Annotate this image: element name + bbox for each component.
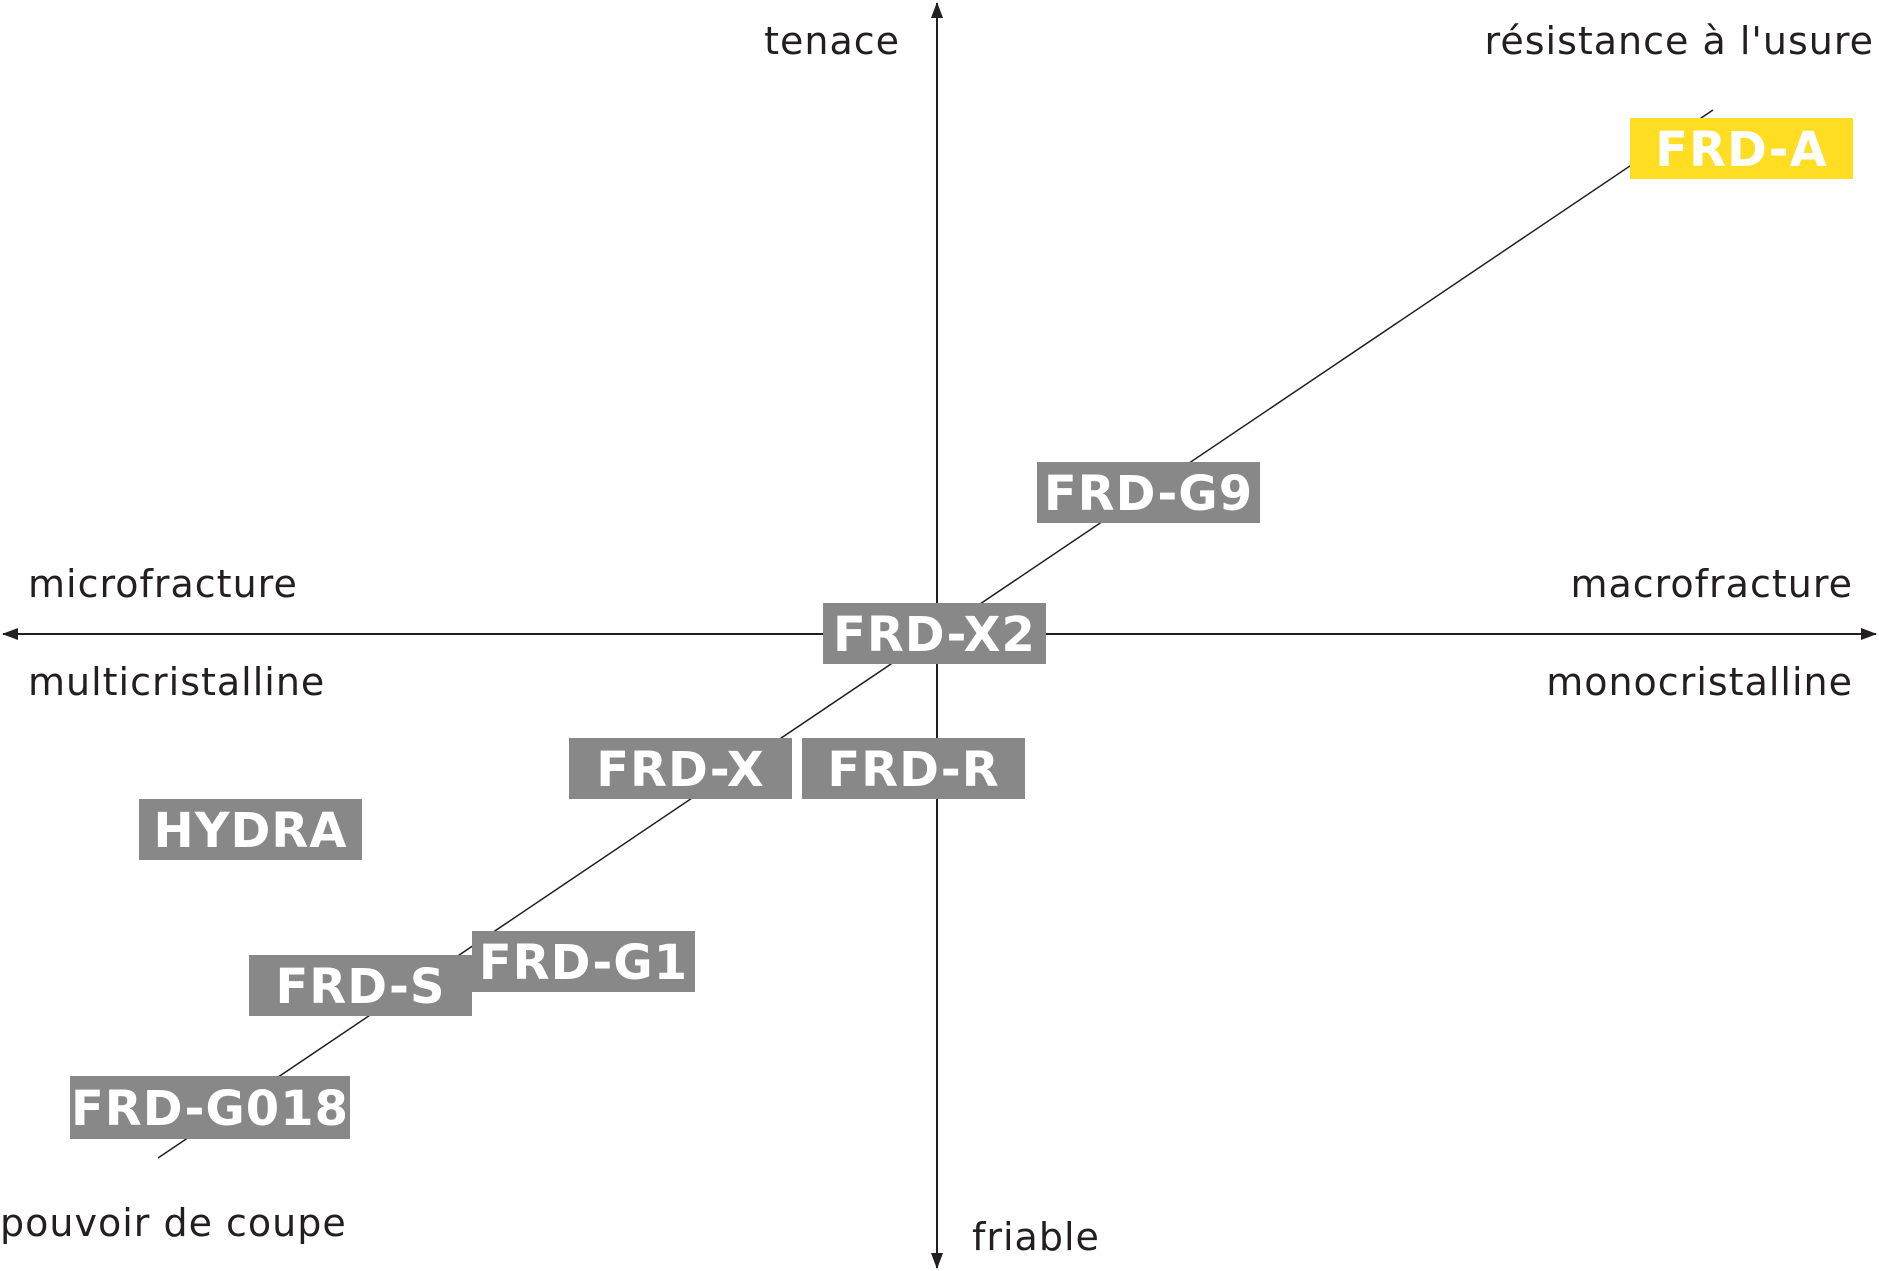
product-label: FRD-X [596,742,765,798]
label-right-lower: monocristalline [1546,660,1853,704]
label-diagonal-lower: pouvoir de coupe [0,1201,347,1245]
product-box-frd-g018: FRD-G018 [70,1076,350,1139]
product-box-frd-g1: FRD-G1 [472,931,695,992]
product-label: FRD-A [1655,122,1828,178]
product-label: FRD-G018 [71,1081,349,1137]
product-box-bg [1630,118,1853,179]
product-box-bg [249,955,472,1016]
label-top: tenace [764,19,900,63]
product-box-bg [569,738,792,799]
product-box-bg [139,799,362,860]
product-box-frd-x2: FRD-X2 [823,603,1046,664]
label-left-lower: multicristalline [28,660,325,704]
product-box-frd-s: FRD-S [249,955,472,1016]
product-box-frd-r: FRD-R [802,738,1025,799]
product-box-frd-x: FRD-X [569,738,792,799]
product-label: FRD-G1 [479,935,688,991]
label-bottom: friable [972,1215,1100,1259]
product-box-bg [802,738,1025,799]
product-label: FRD-G9 [1044,466,1253,522]
product-box-frd-a: FRD-A [1630,118,1853,179]
product-box-hydra: HYDRA [139,799,362,860]
product-box-bg [823,603,1046,664]
product-box-bg [1037,462,1260,523]
label-diagonal-upper: résistance à l'usure [1485,19,1874,63]
label-left-upper: microfracture [28,562,298,606]
product-label: FRD-S [276,959,446,1015]
product-label: HYDRA [154,803,348,859]
product-box-bg [472,931,695,992]
label-right-upper: macrofracture [1570,562,1853,606]
product-label: FRD-X2 [833,607,1036,663]
product-label: FRD-R [827,742,999,798]
product-box-bg [70,1076,350,1139]
product-box-frd-g9: FRD-G9 [1037,462,1260,523]
